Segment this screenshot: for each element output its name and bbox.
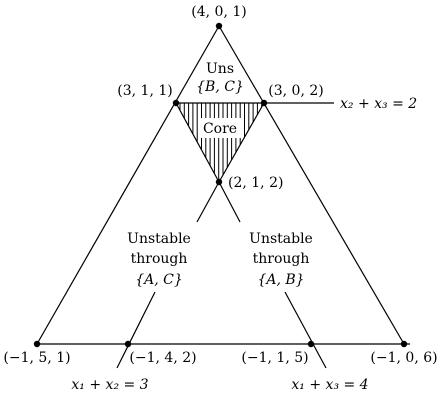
left-unstable-boundary-top bbox=[196, 181, 220, 223]
core-label-background bbox=[199, 118, 241, 138]
point-top bbox=[215, 22, 223, 30]
left-unstable-boundary-bottom bbox=[116, 291, 156, 369]
label-core-bottom: (2, 1, 2) bbox=[228, 175, 283, 191]
left-region-line1: Unstable bbox=[127, 231, 191, 247]
left-region-line3: {A, C} bbox=[135, 272, 183, 288]
label-bottom-mid-left: (−1, 4, 2) bbox=[129, 350, 196, 366]
point-bottom-right bbox=[400, 340, 408, 348]
point-bottom-mid-left bbox=[124, 340, 132, 348]
right-region-line3: {A, B} bbox=[257, 272, 304, 288]
triangle-left-edge bbox=[36, 25, 220, 345]
left-region-line2: through bbox=[131, 251, 188, 267]
point-upper-right bbox=[260, 99, 268, 107]
label-bottom-mid-right: (−1, 1, 5) bbox=[241, 350, 308, 366]
point-core-bottom bbox=[215, 178, 223, 186]
label-upper-right: (3, 0, 2) bbox=[268, 83, 323, 99]
point-upper-left bbox=[172, 99, 180, 107]
core-left-edge bbox=[175, 102, 220, 183]
point-bottom-left bbox=[33, 340, 41, 348]
right-unstable-boundary-bottom bbox=[284, 291, 327, 369]
triangle-right-edge bbox=[218, 25, 405, 345]
equation-x1-x3: x₁ + x₃ = 4 bbox=[291, 377, 368, 393]
right-region-line1: Unstable bbox=[249, 231, 313, 247]
label-upper-left: (3, 1, 1) bbox=[117, 83, 172, 99]
point-bottom-mid-right bbox=[307, 340, 315, 348]
region-uns-title: Uns bbox=[206, 61, 234, 77]
equation-x2-x3: x₂ + x₃ = 2 bbox=[340, 96, 417, 112]
label-bottom-right: (−1, 0, 6) bbox=[370, 350, 437, 366]
region-core-label: Core bbox=[203, 121, 237, 137]
right-region-line2: through bbox=[253, 251, 310, 267]
right-unstable-boundary-top bbox=[218, 181, 241, 223]
label-top: (4, 0, 1) bbox=[191, 4, 246, 20]
core-right-edge bbox=[218, 102, 265, 183]
core-hatching bbox=[179, 103, 263, 182]
region-uns-set: {B, C} bbox=[196, 79, 244, 95]
equation-x1-x2: x₁ + x₂ = 3 bbox=[71, 377, 148, 393]
label-bottom-left: (−1, 5, 1) bbox=[3, 350, 70, 366]
